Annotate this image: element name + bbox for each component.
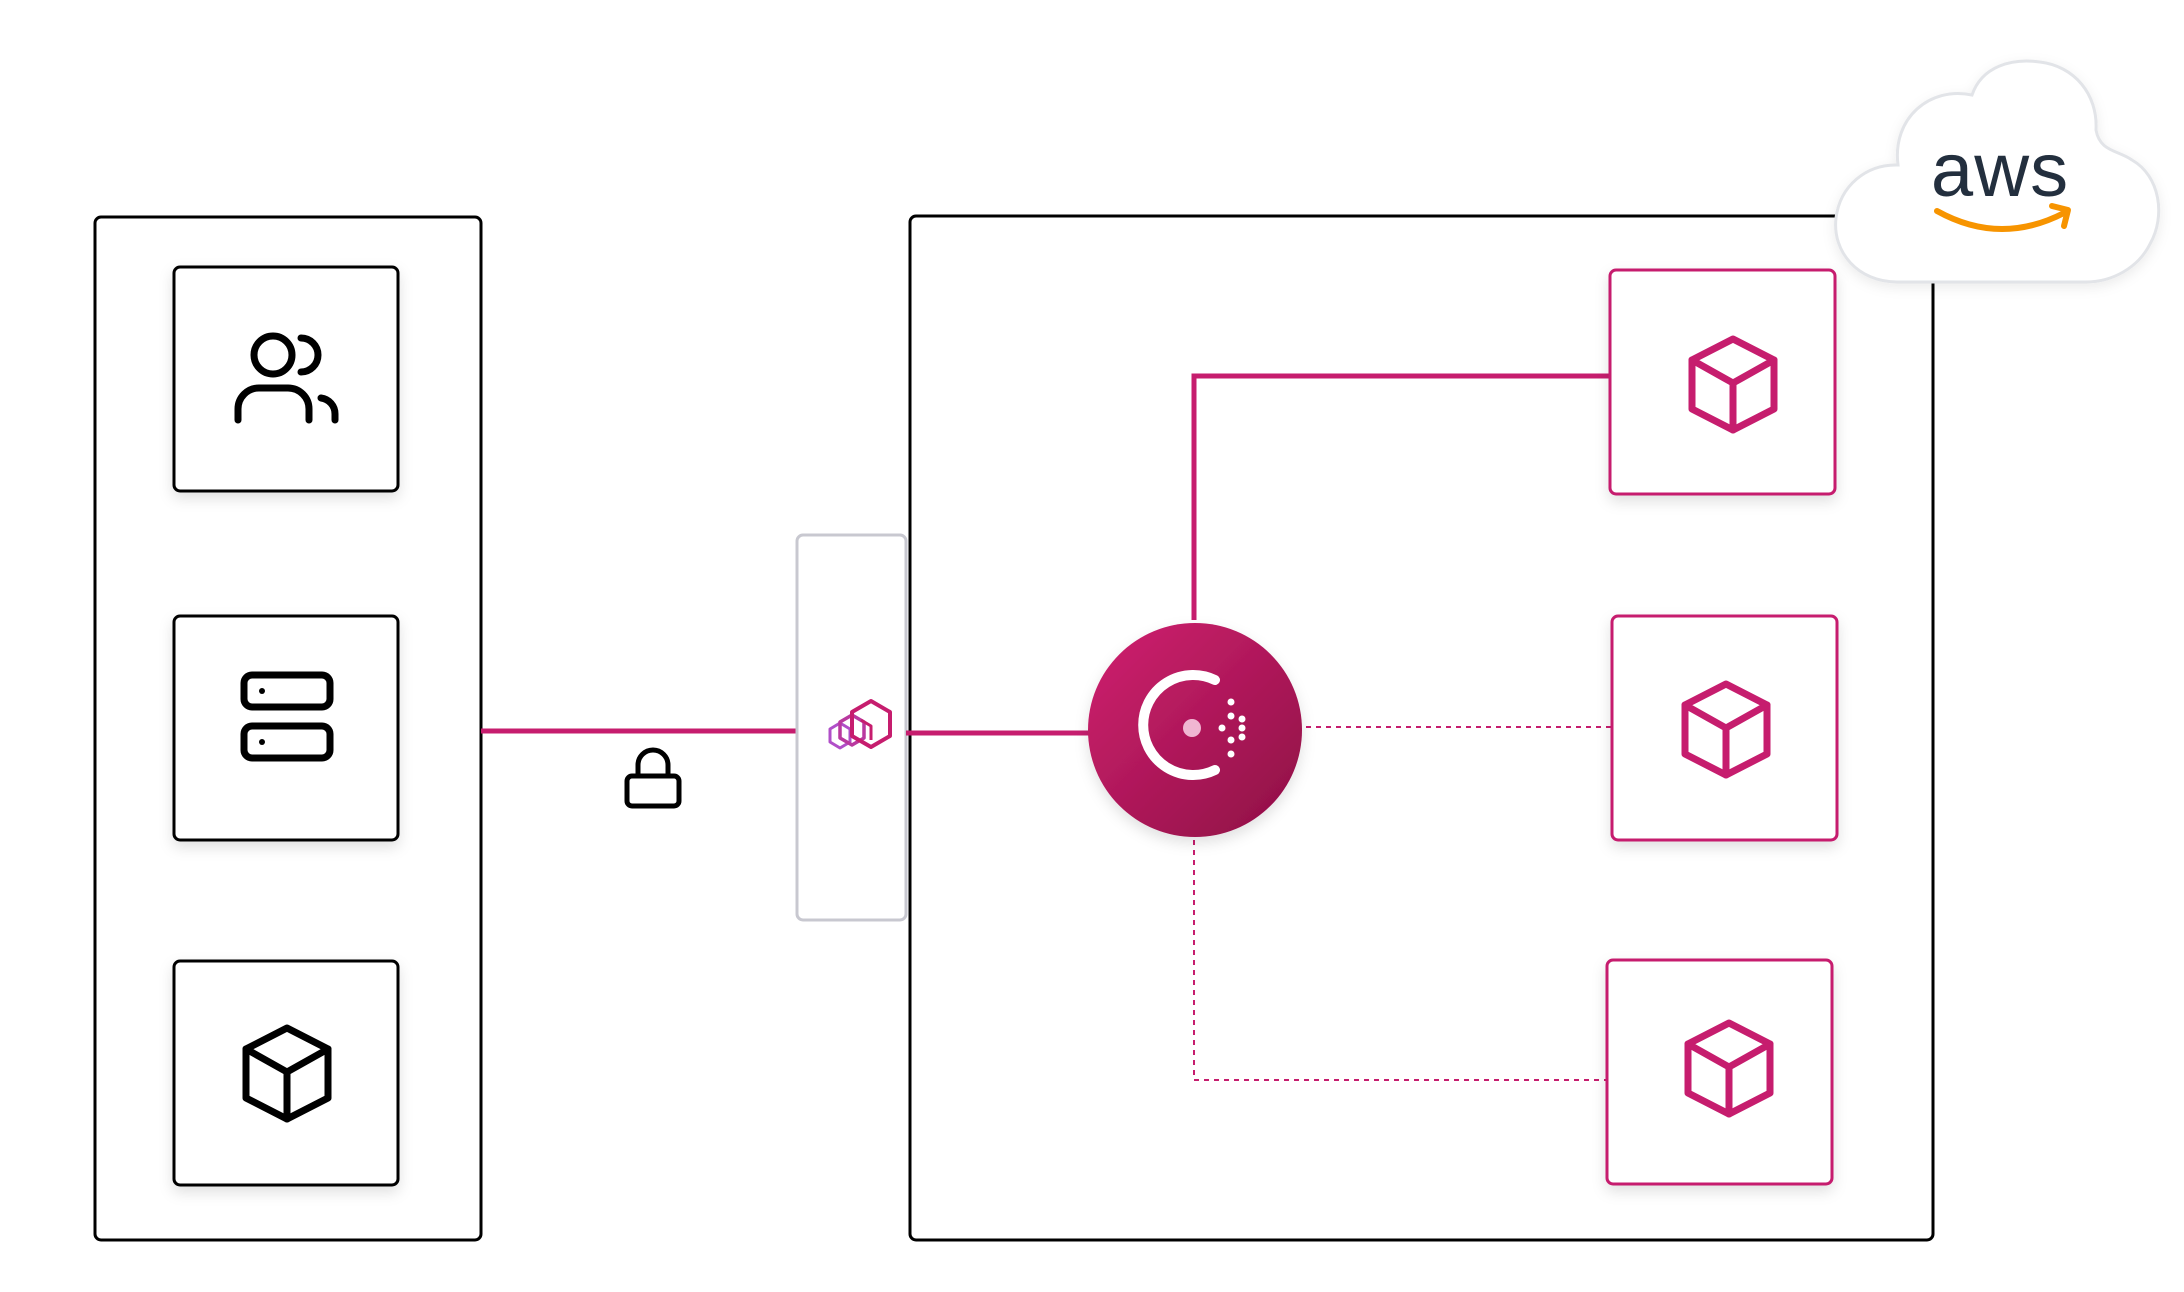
box-icon — [1688, 335, 1778, 434]
users-icon — [234, 332, 339, 424]
aws-smile-icon — [1934, 208, 2067, 232]
consul-logo-icon — [1138, 670, 1246, 780]
envoy-proxy-icon — [828, 699, 892, 750]
lock-icon — [624, 747, 682, 809]
aws-cloud — [1834, 59, 2161, 284]
box-icon — [1684, 1019, 1774, 1118]
aws-service-bottom[interactable] — [1605, 958, 1834, 1186]
box-icon — [242, 1024, 332, 1123]
aws-smile-arrow-icon — [2049, 203, 2071, 229]
left-panel — [93, 215, 483, 1242]
aws-service-top[interactable] — [1608, 268, 1837, 496]
box-icon — [1681, 680, 1771, 779]
users-card[interactable] — [172, 265, 400, 493]
secure-connection — [481, 728, 797, 809]
aws-logo-text: aws — [1931, 128, 2069, 213]
aws-logo: aws — [1931, 128, 2071, 232]
service-links — [1191, 373, 1612, 1081]
server-icon — [240, 671, 334, 762]
